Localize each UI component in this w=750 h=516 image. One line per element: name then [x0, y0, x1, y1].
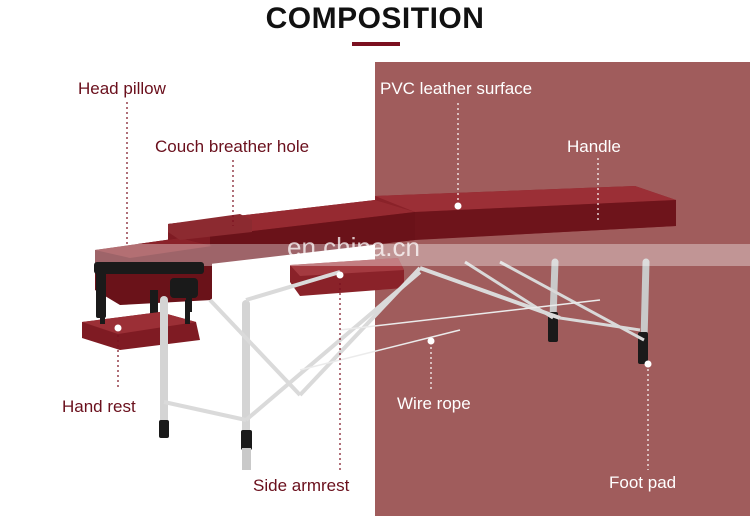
- watermark-band: [90, 244, 750, 266]
- table-top: [95, 186, 676, 305]
- label-pvc-leather-surface: PVC leather surface: [380, 79, 533, 98]
- background-panel: [375, 62, 750, 516]
- leader-lines: [117, 102, 649, 470]
- label-side-armrest: Side armrest: [253, 476, 350, 495]
- watermark-text: en.china.cn: [287, 232, 420, 262]
- label-head-pillow: Head pillow: [78, 79, 166, 98]
- label-hand-rest: Hand rest: [62, 397, 136, 416]
- page-title: COMPOSITION: [265, 2, 485, 35]
- head-hardware: [94, 262, 204, 318]
- label-couch-breather-hole: Couch breather hole: [155, 137, 310, 156]
- label-foot-pad: Foot pad: [609, 473, 677, 492]
- leader-dots: [114, 202, 652, 368]
- title-underline: [352, 42, 400, 46]
- label-wire-rope: Wire rope: [397, 394, 471, 413]
- label-handle: Handle: [567, 137, 621, 156]
- legs-near: [160, 296, 250, 444]
